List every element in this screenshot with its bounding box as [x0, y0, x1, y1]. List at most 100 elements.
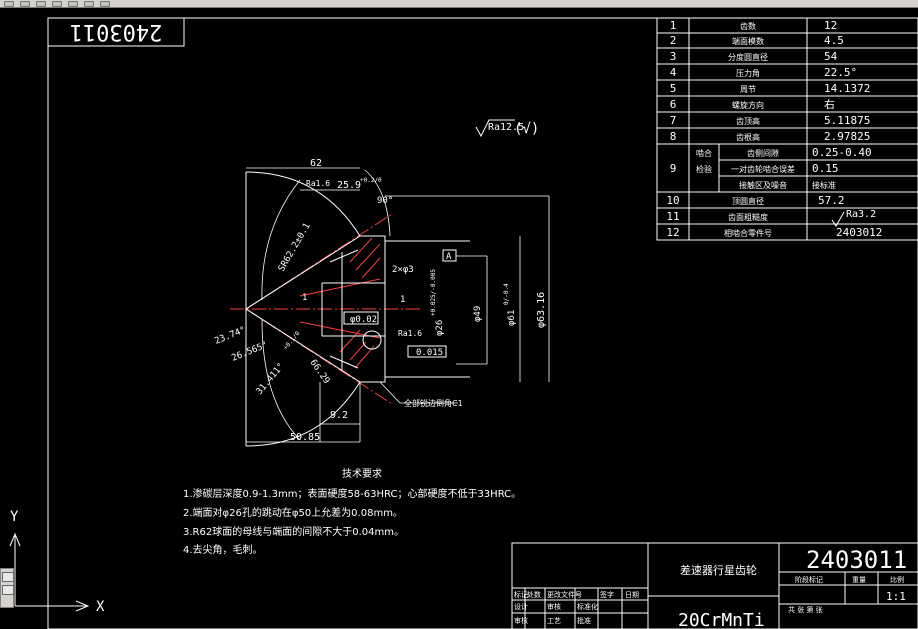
param-value: 57.2	[818, 194, 845, 207]
dim-2x-phi3: 2×φ3	[392, 265, 414, 275]
tech-line: 3.R62球面的母线与端面的间隙不大于0.04mm。	[183, 525, 404, 538]
param-value: 0.25-0.40	[812, 146, 872, 159]
side-tool-button[interactable]	[2, 572, 14, 582]
toolbar-button[interactable]	[68, 0, 78, 7]
tb-material: 20CrMnTi	[678, 610, 765, 629]
tb-row: 审核	[547, 602, 561, 611]
drawing-frame	[47, 17, 918, 629]
tb-hdr: 签字	[600, 590, 614, 599]
dim-phi61: φ61	[507, 310, 517, 326]
ucs-y-label: Y	[10, 509, 19, 525]
toolbar-button[interactable]	[100, 0, 110, 7]
dim-phi61-tol: 0/-0.4	[503, 283, 510, 305]
tb-row: 工艺	[547, 617, 561, 625]
tolerance-frame	[343, 311, 379, 325]
tech-requirements: 技术要求 1.渗碳层深度0.9-1.3mm；表面硬度58-63HRC；心部硬度不…	[183, 467, 521, 556]
tb-drawing-no: 2403011	[806, 546, 907, 574]
side-toolbar	[0, 568, 14, 608]
param-value: 4.5	[824, 34, 844, 47]
param-value: 22.5°	[824, 66, 857, 79]
dim-9-2: 9.2	[330, 410, 348, 421]
chamfer-note: 全部锐边倒角C1	[404, 398, 463, 408]
dimension-lines	[246, 167, 550, 443]
tech-line: 2.端面对φ26孔的跳动在φ50上允差为0.08mm。	[183, 506, 403, 519]
toolbar-button[interactable]	[52, 0, 62, 7]
param-num: 11	[666, 210, 679, 223]
param-value: 右	[824, 97, 835, 111]
dim-sr62: SR62.2±0.1	[277, 222, 313, 274]
param-num: 2	[670, 34, 677, 47]
dim-25-9: 25.9	[337, 180, 361, 191]
param-subname: 齿侧间隙	[747, 148, 779, 158]
param-num: 10	[666, 194, 679, 207]
title-block	[511, 542, 918, 629]
dim-31-411: 31.411°	[255, 361, 287, 396]
param-name: 端面模数	[732, 36, 764, 46]
param-subname: 接触区及噪音	[739, 180, 787, 190]
datum-a-label: A	[446, 252, 452, 262]
tech-line: 1.渗碳层深度0.9-1.3mm；表面硬度58-63HRC；心部硬度不低于33H…	[183, 487, 521, 500]
datum-a-box	[442, 249, 457, 262]
param-num: 6	[670, 98, 677, 111]
param-name: 齿面粗糙度	[728, 212, 768, 222]
tb-sheet-label: 共 张 第 张	[788, 605, 823, 614]
tb-scale: 1:1	[886, 590, 906, 603]
tb-std: 批准	[577, 616, 591, 625]
dim-phi26: φ26	[435, 320, 445, 336]
param-name: 螺旋方向	[732, 100, 764, 110]
param-value: 2.97825	[824, 130, 870, 143]
dim-one-left: 1	[302, 293, 307, 303]
side-tool-button[interactable]	[2, 585, 14, 595]
tb-hdr: 日期	[625, 591, 639, 599]
roughness-mark	[831, 211, 845, 227]
roughness-top-label: Ra12.5	[488, 122, 524, 133]
stamp-text: 2403011	[70, 19, 163, 44]
tb-row: 审核	[514, 616, 528, 625]
param-num: 4	[670, 66, 677, 79]
param-num: 1	[670, 19, 677, 32]
param-num: 8	[670, 130, 677, 143]
dim-31-411-tol: +0.1/0	[282, 330, 302, 351]
dim-ra16-a: Ra1.6	[306, 179, 330, 188]
tb-std: 标准化	[577, 602, 598, 611]
dim-50-85: 50.85	[290, 432, 320, 443]
stamp-box	[47, 17, 185, 47]
tb-part-name: 差速器行星齿轮	[680, 563, 757, 577]
param-name: 压力角	[736, 68, 760, 78]
ucs-icon	[9, 532, 90, 612]
param-name: 相啮合零件号	[724, 228, 772, 238]
tb-scale-label: 比例	[890, 575, 904, 584]
tb-hdr: 更改文件号	[547, 590, 582, 599]
dim-phi63-16: φ63.16	[536, 292, 547, 328]
roughness-mark	[475, 119, 515, 138]
param-name: 齿根高	[736, 132, 760, 142]
param-value: 5.11875	[824, 114, 870, 127]
param-num: 7	[670, 114, 677, 127]
dim-phi26-tol: +0.025/-0.005	[430, 269, 437, 316]
toolbar-button[interactable]	[36, 0, 46, 7]
ucs-x-label: X	[96, 599, 105, 615]
tech-title: 技术要求	[342, 467, 382, 480]
param-subname: 一对齿轮啮合误差	[731, 164, 795, 174]
dim-ra16-b: Ra1.6	[398, 329, 422, 338]
param-value: 0.15	[812, 162, 839, 175]
toolbar-button[interactable]	[20, 0, 30, 7]
toolbar-button[interactable]	[84, 0, 94, 7]
toolbar-button[interactable]	[4, 0, 14, 7]
dim-23-74: 23.74°	[213, 325, 247, 346]
tb-row: 设计	[514, 602, 528, 611]
param-value: 54	[824, 50, 838, 63]
param-name: 周节	[740, 85, 756, 94]
param-value: 12	[824, 19, 837, 32]
dim-62: 62	[310, 158, 322, 169]
param-name: 分度圆直径	[728, 52, 768, 62]
top-toolbar	[0, 0, 918, 8]
param-num: 5	[670, 82, 677, 95]
param-value: 接标准	[812, 180, 836, 190]
runout-frame	[407, 345, 447, 358]
tech-line: 4.去尖角，毛刺。	[183, 543, 263, 556]
param-name: 齿顶高	[736, 116, 760, 126]
gear-profile	[245, 171, 470, 447]
roughness-paren-symbol: (√)	[514, 121, 539, 137]
